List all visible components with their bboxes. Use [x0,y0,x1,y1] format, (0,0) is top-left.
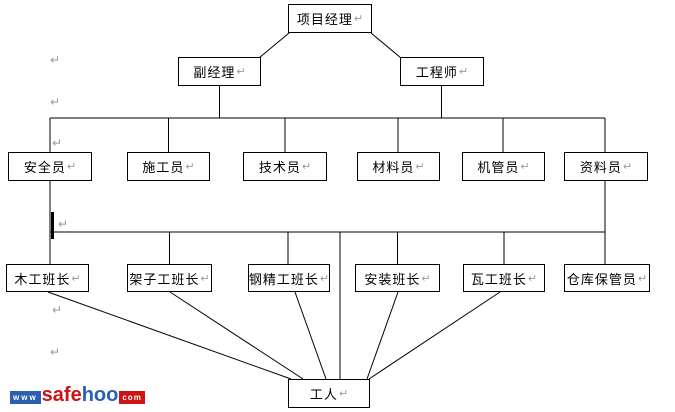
node-label: 仓库保管员 [566,272,637,288]
node-label: 架子工班长 [129,272,200,288]
straight-connectors [49,86,606,379]
node-label: 施工员 [142,161,185,176]
paragraph-mark: ↵ [52,136,63,150]
node-carpentry-foreman[interactable]: 木工班长↵ [6,264,89,292]
paragraph-mark: ↵ [458,65,469,78]
paragraph-mark: ↵ [52,303,63,317]
paragraph-mark: ↵ [185,160,195,173]
node-workers[interactable]: 工人↵ [288,379,370,408]
node-masonry-foreman[interactable]: 瓦工班长↵ [463,264,545,292]
paragraph-mark: ↵ [66,160,77,173]
node-material-officer[interactable]: 材料员↵ [357,152,440,181]
node-installation-foreman[interactable]: 安装班长↵ [355,264,440,292]
paragraph-mark: ↵ [301,160,312,173]
diagonal-connectors [47,32,501,380]
paragraph-mark: ↵ [50,345,61,359]
paragraph-mark: ↵ [50,95,61,109]
logo-safe-text: safe [41,384,82,406]
node-label: 安装班长 [364,272,421,288]
paragraph-mark: ↵ [421,271,431,285]
node-label: 瓦工班长 [470,272,527,288]
paragraph-mark: ↵ [520,160,530,173]
logo-www-tab: www [10,391,41,404]
paragraph-mark: ↵ [527,271,538,285]
node-label: 材料员 [372,161,415,176]
node-construction-officer[interactable]: 施工员↵ [127,152,210,181]
safehoo-watermark-logo: www safe hoo com [10,384,145,407]
node-warehouse-keeper[interactable]: 仓库保管员↵ [564,264,650,292]
node-label: 技术员 [258,161,301,176]
node-label: 钢精工班长 [248,272,319,288]
node-label: 工程师 [415,66,458,81]
text-cursor [51,212,54,239]
node-documentation-officer[interactable]: 资料员↵ [564,152,648,181]
paragraph-mark: ↵ [200,271,210,285]
logo-hoo-text: hoo [81,384,119,406]
node-label: 副经理 [193,66,236,81]
paragraph-mark: ↵ [353,12,364,25]
node-project-manager[interactable]: 项目经理↵ [288,4,372,33]
node-label: 安全员 [23,161,66,176]
node-label: 工人 [309,388,338,403]
node-technician[interactable]: 技术员↵ [243,152,327,181]
node-label: 机管员 [477,161,520,176]
node-label: 木工班长 [14,272,71,288]
paragraph-mark: ↵ [236,65,246,78]
paragraph-mark: ↵ [338,387,349,400]
paragraph-mark: ↵ [415,160,425,173]
node-safety-officer[interactable]: 安全员↵ [8,152,92,181]
paragraph-mark: ↵ [637,271,648,285]
paragraph-mark: ↵ [319,271,330,285]
node-label: 项目经理 [296,13,353,28]
paragraph-mark: ↵ [58,217,69,231]
node-machinery-officer[interactable]: 机管员↵ [462,152,545,181]
paragraph-mark: ↵ [50,53,61,67]
logo-com-tab: com [119,391,145,404]
node-label: 资料员 [579,161,622,176]
node-steel-foreman[interactable]: 钢精工班长↵ [248,264,330,292]
node-deputy-manager[interactable]: 副经理↵ [178,57,261,86]
node-scaffolding-foreman[interactable]: 架子工班长↵ [127,264,212,292]
node-engineer[interactable]: 工程师↵ [400,57,484,86]
paragraph-mark: ↵ [71,271,81,285]
paragraph-mark: ↵ [622,160,633,173]
